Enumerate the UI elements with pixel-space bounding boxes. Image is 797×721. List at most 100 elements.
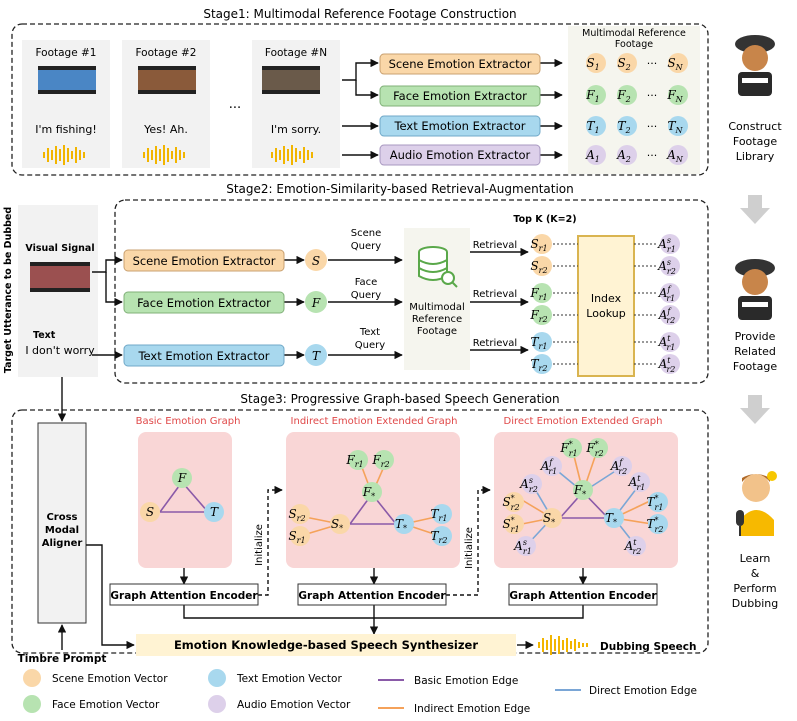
ref-node bbox=[668, 85, 688, 105]
text-label: Text bbox=[33, 330, 56, 341]
footage-text: I'm fishing! bbox=[35, 123, 97, 136]
legend-indirect: Indirect Emotion Edge bbox=[414, 703, 530, 715]
ref-dots: ··· bbox=[647, 89, 658, 102]
step3-line3: Perform bbox=[733, 582, 776, 595]
index-lookup-box bbox=[577, 235, 635, 377]
legend-text-swatch bbox=[208, 669, 226, 687]
graph-title-basic: Basic Emotion Graph bbox=[136, 416, 241, 427]
ref-node bbox=[617, 53, 637, 73]
footage-label: Footage #1 bbox=[35, 47, 96, 59]
graph-node bbox=[522, 474, 542, 494]
footage-card-n: Footage #N I'm sorry. bbox=[252, 40, 340, 168]
step3-line2: & bbox=[751, 567, 760, 580]
retrieved-audio-node bbox=[660, 332, 680, 352]
footage-ellipsis: ... bbox=[229, 97, 241, 112]
speech-synthesizer bbox=[136, 634, 516, 656]
encoder-label-1: Graph Attention Encoder bbox=[110, 590, 258, 602]
encoder-box-1 bbox=[109, 583, 259, 606]
ref-node bbox=[668, 145, 688, 165]
scene-extractor-label: Scene Emotion Extractor bbox=[389, 57, 532, 71]
visual-signal-label: Visual Signal bbox=[25, 243, 94, 254]
query-text-symbol: T bbox=[312, 349, 321, 363]
ref-node bbox=[586, 145, 606, 165]
waveform-icon bbox=[143, 145, 185, 165]
graph-node bbox=[362, 482, 382, 502]
footage-text: I'm sorry. bbox=[271, 123, 321, 136]
graph-title-indirect: Indirect Emotion Extended Graph bbox=[291, 416, 458, 427]
graph-node bbox=[573, 480, 593, 500]
retrieved-node bbox=[532, 283, 552, 303]
footage-label: Footage #2 bbox=[135, 47, 196, 59]
step3-line4: Dubbing bbox=[732, 597, 778, 610]
step2-line2: Related bbox=[734, 345, 776, 358]
face-query-l1: Face bbox=[355, 277, 378, 288]
ref-node bbox=[586, 53, 606, 73]
graph-node bbox=[432, 504, 452, 524]
graph-node bbox=[588, 438, 608, 458]
ref-dots: ··· bbox=[647, 57, 658, 70]
legend-audio-swatch bbox=[208, 695, 226, 713]
ref-node bbox=[586, 116, 606, 136]
retrieval-label-text: Retrieval bbox=[473, 338, 517, 349]
graph-node-label: T bbox=[210, 505, 219, 519]
graph-node bbox=[330, 514, 350, 534]
graph-node bbox=[140, 502, 160, 522]
graph-node bbox=[542, 456, 562, 476]
legend-audio: Audio Emotion Vector bbox=[237, 699, 351, 711]
graph-node bbox=[290, 504, 310, 524]
footage-card-2: Footage #2 Yes! Ah. bbox=[122, 40, 210, 168]
database-icon bbox=[418, 246, 458, 288]
retrieval-label-scene: Retrieval bbox=[473, 240, 517, 251]
stage2-face-extractor bbox=[123, 291, 285, 314]
waveform-icon bbox=[43, 145, 85, 165]
audio-extractor-box bbox=[379, 144, 541, 166]
retrieved-audio-node bbox=[660, 354, 680, 374]
graph-node-label: F bbox=[177, 471, 187, 485]
database-label-3: Footage bbox=[417, 326, 457, 337]
graph-node bbox=[374, 450, 394, 470]
graph-node bbox=[648, 514, 668, 534]
legend-direct: Direct Emotion Edge bbox=[589, 685, 697, 697]
director-icon-1 bbox=[735, 35, 775, 96]
audio-extractor-label: Audio Emotion Extractor bbox=[390, 148, 531, 162]
face-query-l2: Query bbox=[351, 290, 381, 301]
graph-title-direct: Direct Emotion Extended Graph bbox=[504, 416, 663, 427]
graph-node bbox=[504, 492, 524, 512]
database-label-2: Reference bbox=[412, 314, 462, 325]
stage3-arrows bbox=[57, 377, 588, 650]
database-label-1: Multimodal bbox=[409, 302, 465, 313]
output-waveform-icon bbox=[538, 635, 588, 655]
legend-scene: Scene Emotion Vector bbox=[52, 673, 168, 685]
graph-node bbox=[630, 472, 650, 492]
graph-node bbox=[432, 526, 452, 546]
step1-line3: Library bbox=[736, 150, 775, 163]
footage-text: Yes! Ah. bbox=[143, 123, 188, 136]
footage-label: Footage #N bbox=[265, 47, 327, 59]
query-scene-node bbox=[305, 249, 327, 271]
query-face-node bbox=[305, 291, 327, 313]
stage3-title: Stage3: Progressive Graph-based Speech G… bbox=[240, 392, 559, 406]
ref-dots: ··· bbox=[647, 149, 658, 162]
ref-node bbox=[586, 85, 606, 105]
ref-node bbox=[668, 116, 688, 136]
legend-face-swatch bbox=[23, 695, 41, 713]
director-icon-2 bbox=[735, 259, 775, 320]
stage2-title: Stage2: Emotion-Similarity-based Retriev… bbox=[226, 182, 574, 196]
legend-text: Text Emotion Vector bbox=[236, 673, 342, 685]
aligner-l1: Cross bbox=[46, 512, 77, 523]
legend-scene-swatch bbox=[23, 669, 41, 687]
retrieval-label-face: Retrieval bbox=[473, 289, 517, 300]
graph-node bbox=[348, 450, 368, 470]
text-extractor-label: Text Emotion Extractor bbox=[393, 119, 525, 133]
retrieved-audio-node bbox=[660, 234, 680, 254]
encoder-label-2: Graph Attention Encoder bbox=[298, 590, 446, 602]
stage2-text-extractor-label: Text Emotion Extractor bbox=[137, 349, 269, 363]
ref-node bbox=[617, 116, 637, 136]
performer-icon bbox=[736, 471, 777, 536]
step1-line1: Construct bbox=[728, 120, 782, 133]
legend-face: Face Emotion Vector bbox=[52, 699, 160, 711]
step1-line2: Footage bbox=[733, 135, 777, 148]
